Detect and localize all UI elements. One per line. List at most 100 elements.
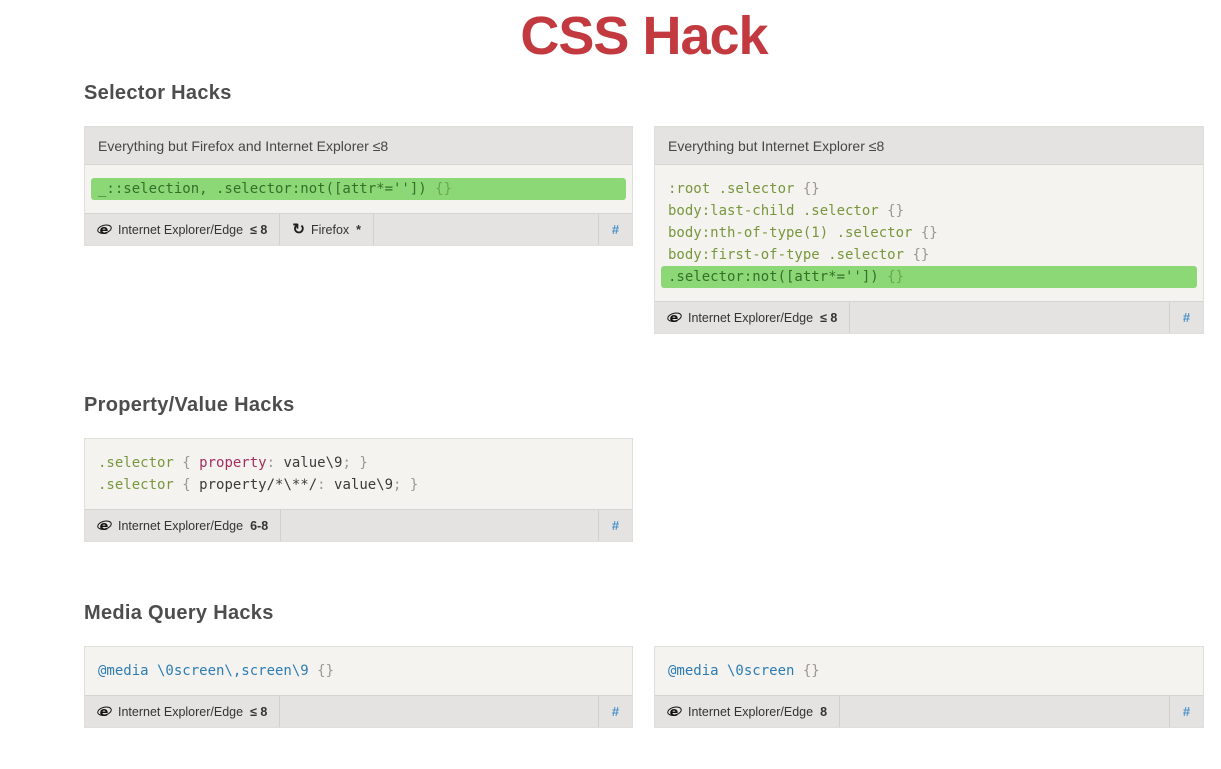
code-token: :root .selector	[668, 181, 803, 198]
browser-version: ≤ 8	[250, 704, 268, 719]
card-row: .selector { property: value\9; }.selecto…	[84, 438, 1204, 543]
section: Media Query Hacks @media \0screen\,scree…	[84, 602, 1204, 729]
code-token: {}	[435, 181, 453, 198]
section-heading: Property/Value Hacks	[84, 394, 295, 417]
browser-tag: e Internet Explorer/Edge 6-8	[85, 510, 282, 542]
code-token: property	[199, 455, 267, 472]
code-token: }	[359, 455, 368, 472]
browser-version: 8	[820, 704, 828, 719]
permalink-link[interactable]: #	[598, 510, 632, 542]
code-token: {}	[802, 663, 820, 680]
code-token: value\9	[334, 477, 394, 494]
svg-text:e: e	[670, 705, 679, 719]
ie-icon: e	[97, 222, 112, 237]
code-token: .selector	[98, 477, 174, 494]
permalink-link[interactable]: #	[598, 214, 632, 246]
page: CSS Hack Selector Hacks Everything but F…	[84, 6, 1204, 729]
card-header: Everything but Internet Explorer ≤8	[655, 127, 1203, 166]
code-token: :	[317, 477, 335, 494]
code-token: {}	[887, 269, 905, 286]
card-footer: e Internet Explorer/Edge 6-8 #	[85, 509, 632, 542]
code-line: @media \0screen {}	[661, 660, 1197, 682]
browser-name: Firefox	[310, 222, 350, 237]
browser-name: Internet Explorer/Edge	[118, 704, 244, 719]
code-block: @media \0screen {}	[655, 647, 1203, 696]
footer-spacer	[281, 510, 598, 541]
hack-card: @media \0screen {} e Internet Explorer/Ed…	[654, 646, 1204, 729]
code-token: body:first-of-type .selector	[668, 247, 913, 264]
browser-version: ≤ 8	[820, 310, 838, 325]
code-line-highlighted: .selector:not([attr*='']) {}	[661, 266, 1197, 289]
footer-spacer	[374, 214, 598, 245]
card-footer: e Internet Explorer/Edge ≤ 8 #	[655, 301, 1203, 334]
browser-name: Internet Explorer/Edge	[118, 518, 244, 533]
svg-text:e: e	[100, 519, 109, 533]
browser-version: 6-8	[250, 518, 269, 533]
permalink-link[interactable]: #	[598, 696, 632, 728]
browser-version: ≤ 8	[250, 222, 268, 237]
section: Selector Hacks Everything but Firefox an…	[84, 82, 1204, 335]
browser-tag: e Internet Explorer/Edge ≤ 8	[85, 696, 281, 728]
card-row: @media \0screen\,screen\9 {} e Internet E…	[84, 646, 1204, 729]
browser-tag: e Internet Explorer/Edge 8	[655, 696, 841, 728]
browser-tag: ↻Firefox*	[280, 214, 375, 246]
hack-card: Everything but Firefox and Internet Expl…	[84, 126, 633, 247]
code-token: {}	[920, 225, 938, 242]
browser-tag: e Internet Explorer/Edge ≤ 8	[655, 302, 851, 334]
firefox-icon: ↻	[292, 221, 305, 239]
code-token: :	[266, 455, 284, 472]
card-footer: e Internet Explorer/Edge ≤ 8 #	[85, 695, 632, 728]
code-block: .selector { property: value\9; }.selecto…	[85, 439, 632, 510]
sections: Selector Hacks Everything but Firefox an…	[84, 82, 1204, 729]
code-line: body:first-of-type .selector {}	[661, 244, 1197, 266]
code-token: property/*\**/	[199, 477, 318, 494]
hack-card: .selector { property: value\9; }.selecto…	[84, 438, 633, 543]
code-token: {}	[317, 663, 335, 680]
svg-text:e: e	[100, 705, 109, 719]
browser-tags: e Internet Explorer/Edge 8	[655, 696, 841, 728]
section-heading: Selector Hacks	[84, 82, 232, 105]
code-line-highlighted: _::selection, .selector:not([attr*='']) …	[91, 178, 626, 201]
footer-spacer	[840, 696, 1169, 727]
code-line: .selector { property/*\**/: value\9; }	[91, 474, 626, 496]
card-row: Everything but Firefox and Internet Expl…	[84, 126, 1204, 335]
code-token: value\9	[283, 455, 343, 472]
svg-text:e: e	[100, 223, 109, 237]
code-block: :root .selector {}body:last-child .selec…	[655, 165, 1203, 302]
card-footer: e Internet Explorer/Edge 8 #	[655, 695, 1203, 728]
code-token: @media \0screen	[668, 663, 803, 680]
ie-icon: e	[667, 310, 682, 325]
section-heading: Media Query Hacks	[84, 602, 274, 625]
browser-name: Internet Explorer/Edge	[688, 704, 814, 719]
permalink-link[interactable]: #	[1169, 302, 1203, 334]
code-token: body:nth-of-type(1) .selector	[668, 225, 921, 242]
footer-spacer	[850, 302, 1169, 333]
browser-tags: e Internet Explorer/Edge ≤ 8	[85, 696, 281, 728]
code-token: ;	[342, 455, 360, 472]
hack-card: Everything but Internet Explorer ≤8 :roo…	[654, 126, 1204, 335]
browser-tags: e Internet Explorer/Edge 6-8	[85, 510, 282, 542]
browser-name: Internet Explorer/Edge	[688, 310, 814, 325]
ie-icon: e	[667, 704, 682, 719]
code-token: {}	[912, 247, 930, 264]
permalink-link[interactable]: #	[1169, 696, 1203, 728]
code-block: @media \0screen\,screen\9 {}	[85, 647, 632, 696]
footer-spacer	[280, 696, 598, 727]
code-line: body:last-child .selector {}	[661, 200, 1197, 222]
browser-name: Internet Explorer/Edge	[118, 222, 244, 237]
code-token: _::selection, .selector:not([attr*=''])	[98, 181, 436, 198]
ie-icon: e	[97, 518, 112, 533]
code-token: {	[173, 455, 200, 472]
hack-card: @media \0screen\,screen\9 {} e Internet E…	[84, 646, 633, 729]
code-token: body:last-child .selector	[668, 203, 888, 220]
browser-tags: e Internet Explorer/Edge ≤ 8	[655, 302, 851, 334]
code-line: body:nth-of-type(1) .selector {}	[661, 222, 1197, 244]
code-token: {}	[802, 181, 820, 198]
code-line: @media \0screen\,screen\9 {}	[91, 660, 626, 682]
code-line: .selector { property: value\9; }	[91, 452, 626, 474]
code-token: .selector	[98, 455, 174, 472]
code-token: .selector:not([attr*=''])	[668, 269, 888, 286]
code-token: {}	[887, 203, 905, 220]
